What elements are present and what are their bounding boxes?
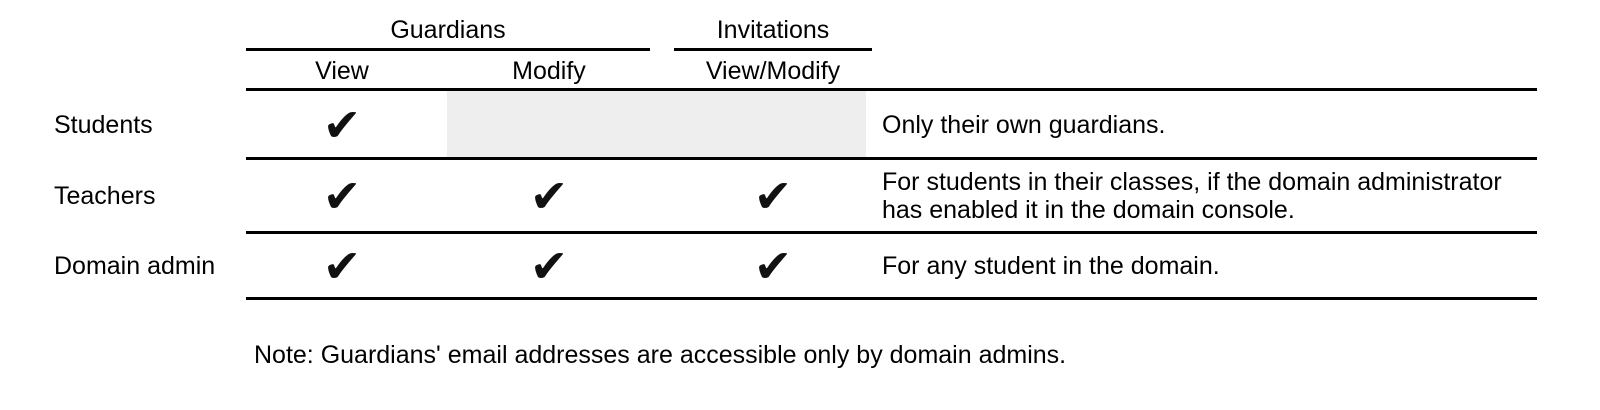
students-disabled-cells-shading bbox=[447, 91, 866, 157]
check-icon: ✔ bbox=[753, 239, 793, 293]
check-icon: ✔ bbox=[322, 239, 362, 293]
row-note-teachers: For students in their classes, if the do… bbox=[882, 168, 1502, 224]
row-rule bbox=[246, 157, 1537, 160]
row-note-domain-admin: For any student in the domain. bbox=[882, 252, 1220, 280]
check-icon: ✔ bbox=[529, 169, 569, 223]
check-icon: ✔ bbox=[753, 169, 793, 223]
check-icon: ✔ bbox=[529, 239, 569, 293]
column-header-view-modify: View/Modify bbox=[705, 57, 841, 85]
row-note-students: Only their own guardians. bbox=[882, 111, 1166, 139]
invitations-underline bbox=[674, 48, 872, 51]
row-label-students: Students bbox=[54, 111, 153, 139]
row-rule bbox=[246, 231, 1537, 234]
footnote: Note: Guardians' email addresses are acc… bbox=[254, 341, 1067, 369]
check-icon: ✔ bbox=[322, 169, 362, 223]
header-rule bbox=[246, 88, 1537, 91]
row-label-teachers: Teachers bbox=[54, 182, 156, 210]
group-header-invitations: Invitations bbox=[716, 16, 830, 44]
bottom-rule bbox=[246, 297, 1537, 300]
row-label-domain-admin: Domain admin bbox=[54, 252, 216, 280]
check-icon: ✔ bbox=[322, 98, 362, 152]
group-header-guardians: Guardians bbox=[390, 16, 506, 44]
guardians-underline bbox=[246, 48, 650, 51]
column-header-modify: Modify bbox=[512, 57, 586, 85]
column-header-view: View bbox=[315, 57, 369, 85]
